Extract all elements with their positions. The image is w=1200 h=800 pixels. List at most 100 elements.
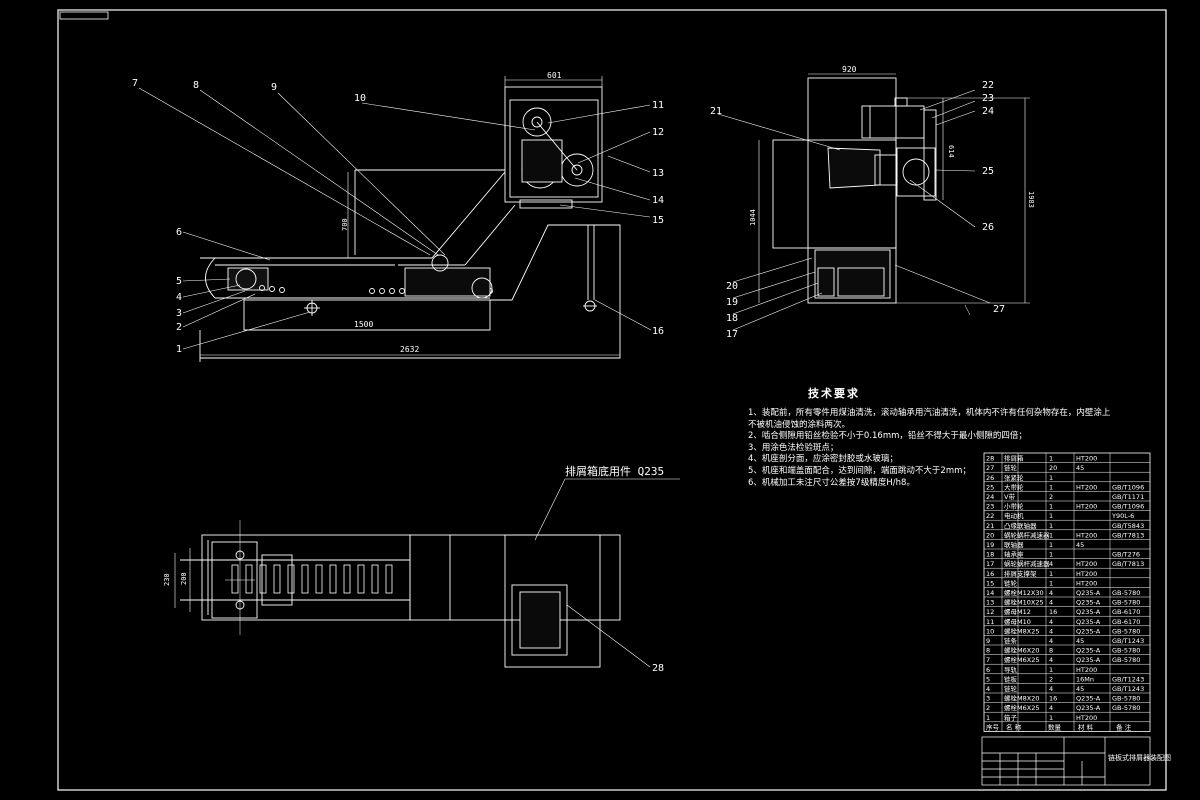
bom-cell: Y90L-6 <box>1111 512 1134 520</box>
bom-cell: 排屑箱 <box>1004 454 1024 463</box>
bom-cell: 2 <box>1049 675 1053 683</box>
bom-cell: 18 <box>986 551 994 559</box>
bom-cell: 9 <box>986 637 990 645</box>
bom-row: 22 电动机 1 Y90L-6 <box>986 511 1134 520</box>
bom-cell: 13 <box>986 599 994 607</box>
balloon-24: 24 <box>982 106 994 117</box>
bom-cell: HT200 <box>1076 483 1097 491</box>
dim-side-upper: 614 <box>947 145 955 158</box>
bom-cell: 电动机 <box>1004 511 1024 520</box>
corner-stamp <box>59 11 109 20</box>
bom-cell: GB-5780 <box>1112 656 1140 664</box>
bom-cell: GB/T1171 <box>1112 493 1144 501</box>
bom-cell: 4 <box>1049 618 1053 626</box>
bom-cell: GB/T1243 <box>1112 675 1144 683</box>
bom-header-cell: 名 称 <box>1006 722 1022 731</box>
bom-cell: 螺栓M8X20 <box>1004 694 1039 703</box>
side-view <box>758 73 1030 316</box>
dim-belt-length: 1500 <box>354 320 373 329</box>
dim-plan-inner: 200 <box>180 572 188 585</box>
tech-req-line: 4、机座剖分面，应涂密封胶或水玻璃； <box>748 454 898 465</box>
bom-cell: 10 <box>986 627 994 635</box>
bom-cell: HT200 <box>1076 579 1097 587</box>
bom-header-cell: 数量 <box>1048 722 1062 731</box>
balloon-16: 16 <box>652 326 664 337</box>
bom-cell: 蜗轮蜗杆减速器 <box>1004 559 1050 568</box>
bom-cell: 轴承座 <box>1004 550 1024 559</box>
bom-cell: GB-5780 <box>1112 627 1140 635</box>
bom-cell: 8 <box>986 647 990 655</box>
bom-cell: 2 <box>1049 493 1053 501</box>
bom-cell: 20 <box>986 531 994 539</box>
bom-cell: 导轨 <box>1004 665 1018 674</box>
bom-cell: Q235-A <box>1076 647 1101 655</box>
bom-cell: Q235-A <box>1076 627 1101 635</box>
dim-side-total: 1983 <box>1027 191 1035 208</box>
bom-cell: 4 <box>986 685 990 693</box>
tech-req-line: 不被机油侵蚀的涂料两次。 <box>748 419 851 430</box>
balloon-15: 15 <box>652 215 664 226</box>
balloon-19: 19 <box>726 297 738 308</box>
plan-view <box>174 520 621 668</box>
bom-cell: 1 <box>1049 541 1053 549</box>
bom-cell: 19 <box>986 541 994 549</box>
bom-cell: 4 <box>1049 704 1053 712</box>
bom-cell: 28 <box>986 455 994 463</box>
bom-cell: 45 <box>1076 637 1084 645</box>
plan-hopper <box>504 534 601 668</box>
balloon-8: 8 <box>193 80 199 91</box>
bom-cell: 26 <box>986 474 994 482</box>
bom-cell: 21 <box>986 522 994 530</box>
dim-side-width: 920 <box>842 65 857 74</box>
balloon-27: 27 <box>993 304 1005 315</box>
bom-cell: 27 <box>986 464 994 472</box>
balloon-4: 4 <box>176 292 182 303</box>
bom-cell: GB-5780 <box>1112 589 1140 597</box>
tech-req-line: 1、装配前，所有零件用煤油清洗，滚动轴承用汽油清洗，机体内不许有任何杂物存在，内… <box>748 408 1111 418</box>
bom-cell: GB-6170 <box>1112 608 1140 616</box>
bom-cell: 22 <box>986 512 994 520</box>
bom-cell: 链轮 <box>1004 578 1018 587</box>
bom-cell: 3 <box>986 695 990 703</box>
tech-req-line: 3、用涂色法检验斑点； <box>748 442 839 453</box>
bom-cell: 12 <box>986 608 994 616</box>
dim-front-height: 700 <box>341 218 349 231</box>
bom-cell: 1 <box>1049 483 1053 491</box>
bom-cell: 23 <box>986 503 994 511</box>
bom-header-cell: 材 料 <box>1078 722 1094 731</box>
bom-cell: 链板 <box>1004 674 1018 683</box>
bom-cell: GB/T1096 <box>1112 503 1144 511</box>
bom-cell: 螺栓M10X25 <box>1004 598 1044 607</box>
bom-cell: 链轮 <box>1004 684 1018 693</box>
bom-cell: 1 <box>1049 551 1053 559</box>
side-leaders <box>717 89 991 331</box>
plan-leaders <box>534 478 680 668</box>
bom-cell: 1 <box>1049 512 1053 520</box>
bom-cell: 1 <box>1049 522 1053 530</box>
bom-cell: 螺母M10 <box>1004 617 1031 626</box>
front-leaders <box>138 87 652 350</box>
dim-total-length: 2632 <box>400 345 419 354</box>
plan-chain-teeth <box>231 564 393 594</box>
bom-cell: 螺栓M12X30 <box>1004 588 1044 597</box>
bom-cell: 1 <box>1049 531 1053 539</box>
sheet-border <box>57 9 1167 791</box>
lower-sprocket <box>471 277 493 299</box>
bom-cell: HT200 <box>1076 666 1097 674</box>
bom-cell: 14 <box>986 589 994 597</box>
bom-cell: V带 <box>1004 493 1015 501</box>
bom-cell: 16 <box>1049 608 1057 616</box>
